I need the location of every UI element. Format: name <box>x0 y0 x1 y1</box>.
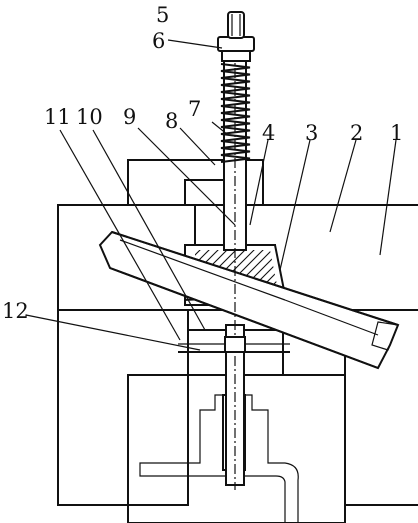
callout-12: 12 <box>2 299 29 323</box>
callout-7: 7 <box>188 97 201 121</box>
callout-11: 11 <box>44 105 71 129</box>
callout-4: 4 <box>262 121 275 145</box>
callout-5: 5 <box>156 3 169 27</box>
callout-1: 1 <box>390 121 403 145</box>
callout-3: 3 <box>305 121 318 145</box>
callout-2: 2 <box>350 121 363 145</box>
spring-coil <box>220 63 251 163</box>
inclined-guide-pin <box>98 230 400 370</box>
cross-pin <box>178 336 290 353</box>
callout-6: 6 <box>152 29 165 53</box>
callout-8: 8 <box>165 109 178 133</box>
leader-lines <box>25 20 397 351</box>
nut-and-washer <box>217 11 255 62</box>
compression-spring <box>220 63 251 163</box>
callout-10: 10 <box>76 105 103 129</box>
workpiece <box>139 394 299 523</box>
callout-9: 9 <box>123 105 136 129</box>
callout-labels: 5 6 7 8 9 10 11 4 3 2 1 12 <box>2 3 403 323</box>
